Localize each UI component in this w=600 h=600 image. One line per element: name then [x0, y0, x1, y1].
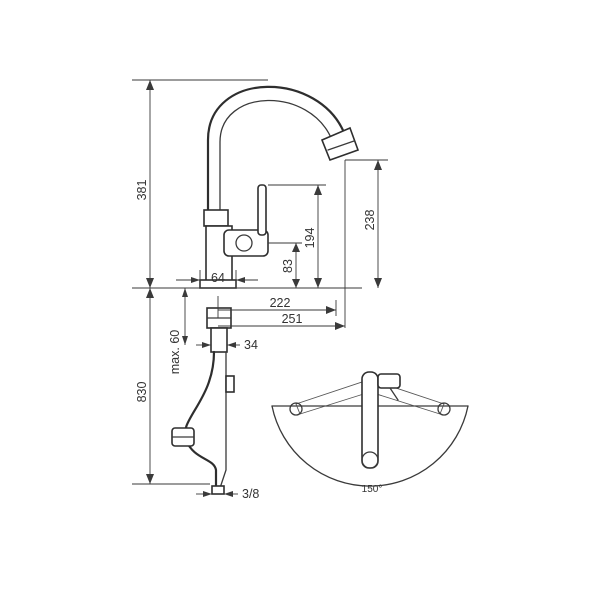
shank	[210, 327, 228, 353]
spout-outer	[206, 85, 347, 212]
handle-lever	[257, 184, 267, 236]
dim-381	[132, 79, 268, 288]
spout-position-left	[295, 379, 371, 415]
spout-inner	[219, 99, 333, 211]
dim-83-label: 83	[281, 259, 295, 273]
dim-238-label: 238	[363, 210, 377, 231]
handle-hub-circle	[235, 234, 253, 252]
dim-194	[268, 184, 326, 288]
dim-238	[344, 159, 388, 328]
dim-381-label: 381	[135, 180, 149, 201]
spray-head	[320, 126, 360, 162]
dim-830-label: 830	[135, 382, 149, 403]
dim-64	[176, 270, 258, 288]
swivel-top-view	[271, 371, 469, 487]
pull-out-hose	[183, 350, 218, 490]
dim-connection	[196, 491, 238, 497]
dim-34-label: 34	[244, 338, 258, 352]
connection-fitting	[211, 485, 225, 495]
dim-251-label: 251	[282, 312, 303, 326]
dim-64-label: 64	[211, 271, 225, 285]
side-fitting	[225, 375, 235, 393]
body-collar	[203, 209, 229, 227]
dim-222-label: 222	[270, 296, 291, 310]
dim-83	[268, 242, 302, 288]
faucet-side-view	[199, 85, 360, 289]
dim-251	[218, 322, 345, 330]
swivel-angle-label: 150°	[362, 484, 383, 495]
spray-head-line	[327, 140, 355, 151]
top-view-head	[377, 373, 401, 389]
dim-194-label: 194	[303, 228, 317, 249]
supply-line	[219, 351, 227, 489]
below-deck-assembly	[171, 307, 235, 495]
dim-max-60	[182, 288, 188, 345]
dim-222	[217, 296, 337, 318]
dim-830	[132, 288, 210, 485]
dim-34	[196, 342, 240, 348]
swivel-arc	[271, 405, 469, 487]
dim-connection-label: 3/8	[242, 487, 259, 501]
dim-max-60-label: max. 60	[168, 330, 182, 375]
